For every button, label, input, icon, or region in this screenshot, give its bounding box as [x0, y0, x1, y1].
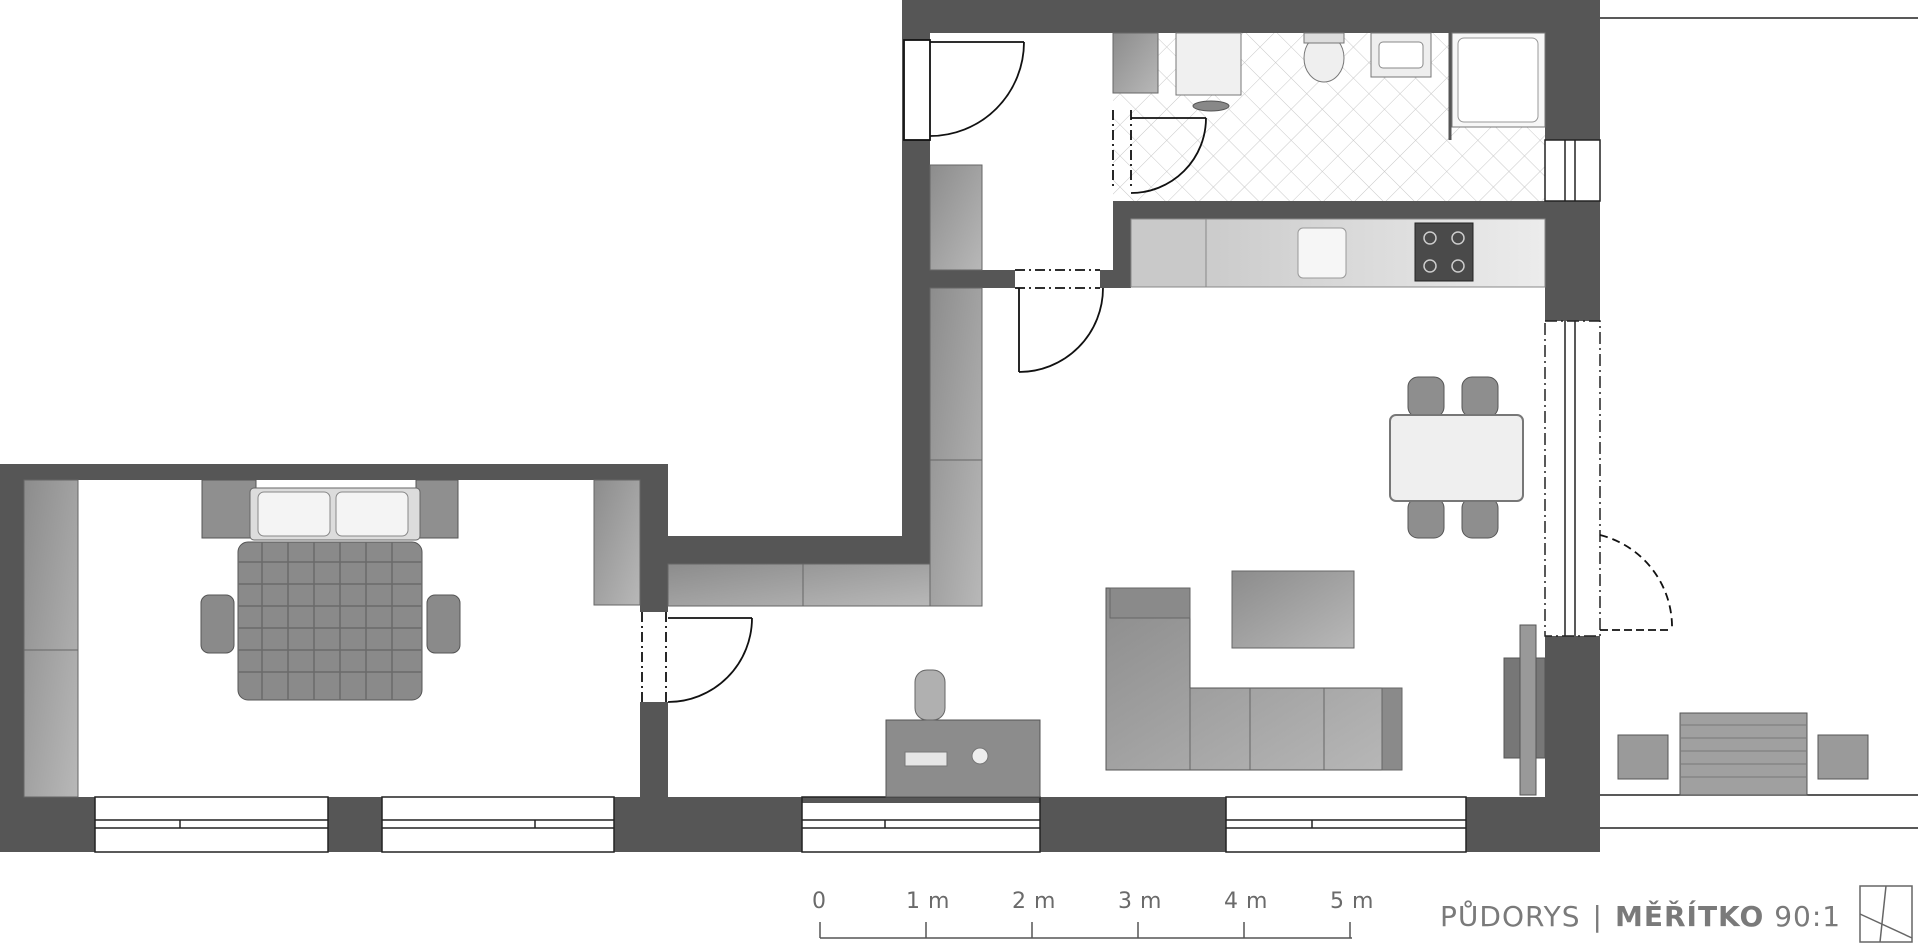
scale-tick-4: 4 m [1224, 889, 1268, 914]
windows [94, 139, 1601, 853]
scale-tick-3: 3 m [1118, 889, 1162, 914]
balcony-furniture [1617, 712, 1869, 796]
plan-legend: PŮDORYS | MĚŘÍTKO 90:1 [1440, 900, 1841, 933]
north-arrow-icon [1859, 885, 1913, 943]
wardrobes [23, 32, 1159, 798]
bathroom-fixtures [1175, 32, 1546, 140]
living-furniture [1105, 570, 1546, 796]
scale-word: MĚŘÍTKO [1614, 900, 1765, 933]
scale-tick-5: 5 m [1330, 889, 1374, 914]
dining-set [1389, 376, 1524, 539]
scale-value: 90:1 [1774, 900, 1842, 933]
balcony [1600, 17, 1918, 829]
kitchen-counter [1130, 218, 1546, 288]
scale-tick-0: 0 [812, 889, 827, 914]
scale-tick-1: 1 m [906, 889, 950, 914]
doors [641, 39, 1673, 703]
bed [200, 479, 461, 701]
walls [0, 0, 1600, 852]
desk [885, 669, 1041, 798]
scale-bar [819, 922, 1352, 939]
plan-title: PŮDORYS [1440, 900, 1581, 933]
scale-tick-2: 2 m [1012, 889, 1056, 914]
legend-separator: | [1592, 900, 1603, 933]
